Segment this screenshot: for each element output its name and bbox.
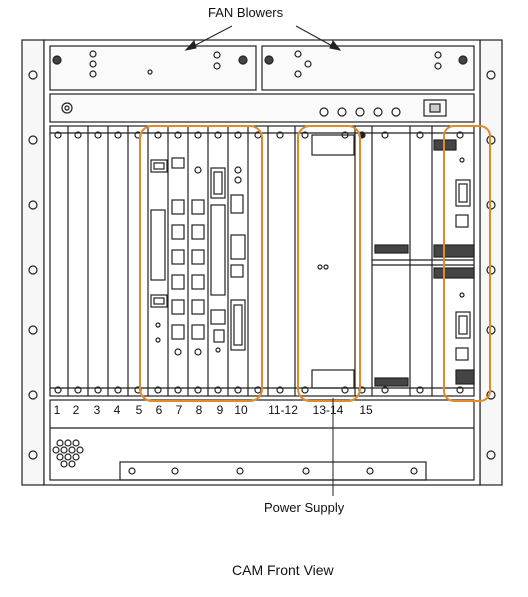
- slot-number-3: 3: [93, 403, 101, 417]
- card-screws: [54, 131, 464, 394]
- air-intake-panel: [49, 399, 475, 481]
- slot-number-11-12: 11-12: [268, 403, 298, 417]
- fan-arrow-right: [295, 25, 337, 49]
- slot-number-7: 7: [175, 403, 183, 417]
- highlight-power-supply: [297, 125, 361, 402]
- diagram-caption: CAM Front View: [232, 562, 334, 578]
- slot-number-2: 2: [72, 403, 80, 417]
- slot-number-5: 5: [135, 403, 143, 417]
- card-cage: [49, 125, 475, 397]
- slot-number-1: 1: [53, 403, 61, 417]
- slot-number-8: 8: [195, 403, 203, 417]
- highlight-slots-6-10: [139, 125, 263, 402]
- slot-number-6: 6: [155, 403, 163, 417]
- slot-number-13-14: 13-14: [312, 403, 344, 417]
- slot-number-4: 4: [113, 403, 121, 417]
- card-9: [210, 167, 226, 353]
- highlight-right-module: [443, 125, 491, 402]
- slot-dividers: [67, 126, 433, 396]
- slot-number-9: 9: [216, 403, 224, 417]
- fan-arrow-left: [189, 25, 233, 49]
- line-card-6-7: [150, 157, 185, 356]
- control-panel: [49, 93, 475, 123]
- fan-tray-right: [261, 45, 475, 91]
- fan-tray-left: [49, 45, 257, 91]
- fan-blowers-label: FAN Blowers: [208, 5, 284, 20]
- line-card-8: [191, 166, 205, 356]
- power-supply-module: [311, 134, 355, 389]
- card-10: [230, 166, 246, 351]
- power-supply-label: Power Supply: [264, 500, 345, 515]
- slot-number-15: 15: [359, 403, 373, 417]
- right-modules: [372, 139, 475, 387]
- left-rack-ear: [21, 39, 45, 486]
- slot-number-10: 10: [234, 403, 248, 417]
